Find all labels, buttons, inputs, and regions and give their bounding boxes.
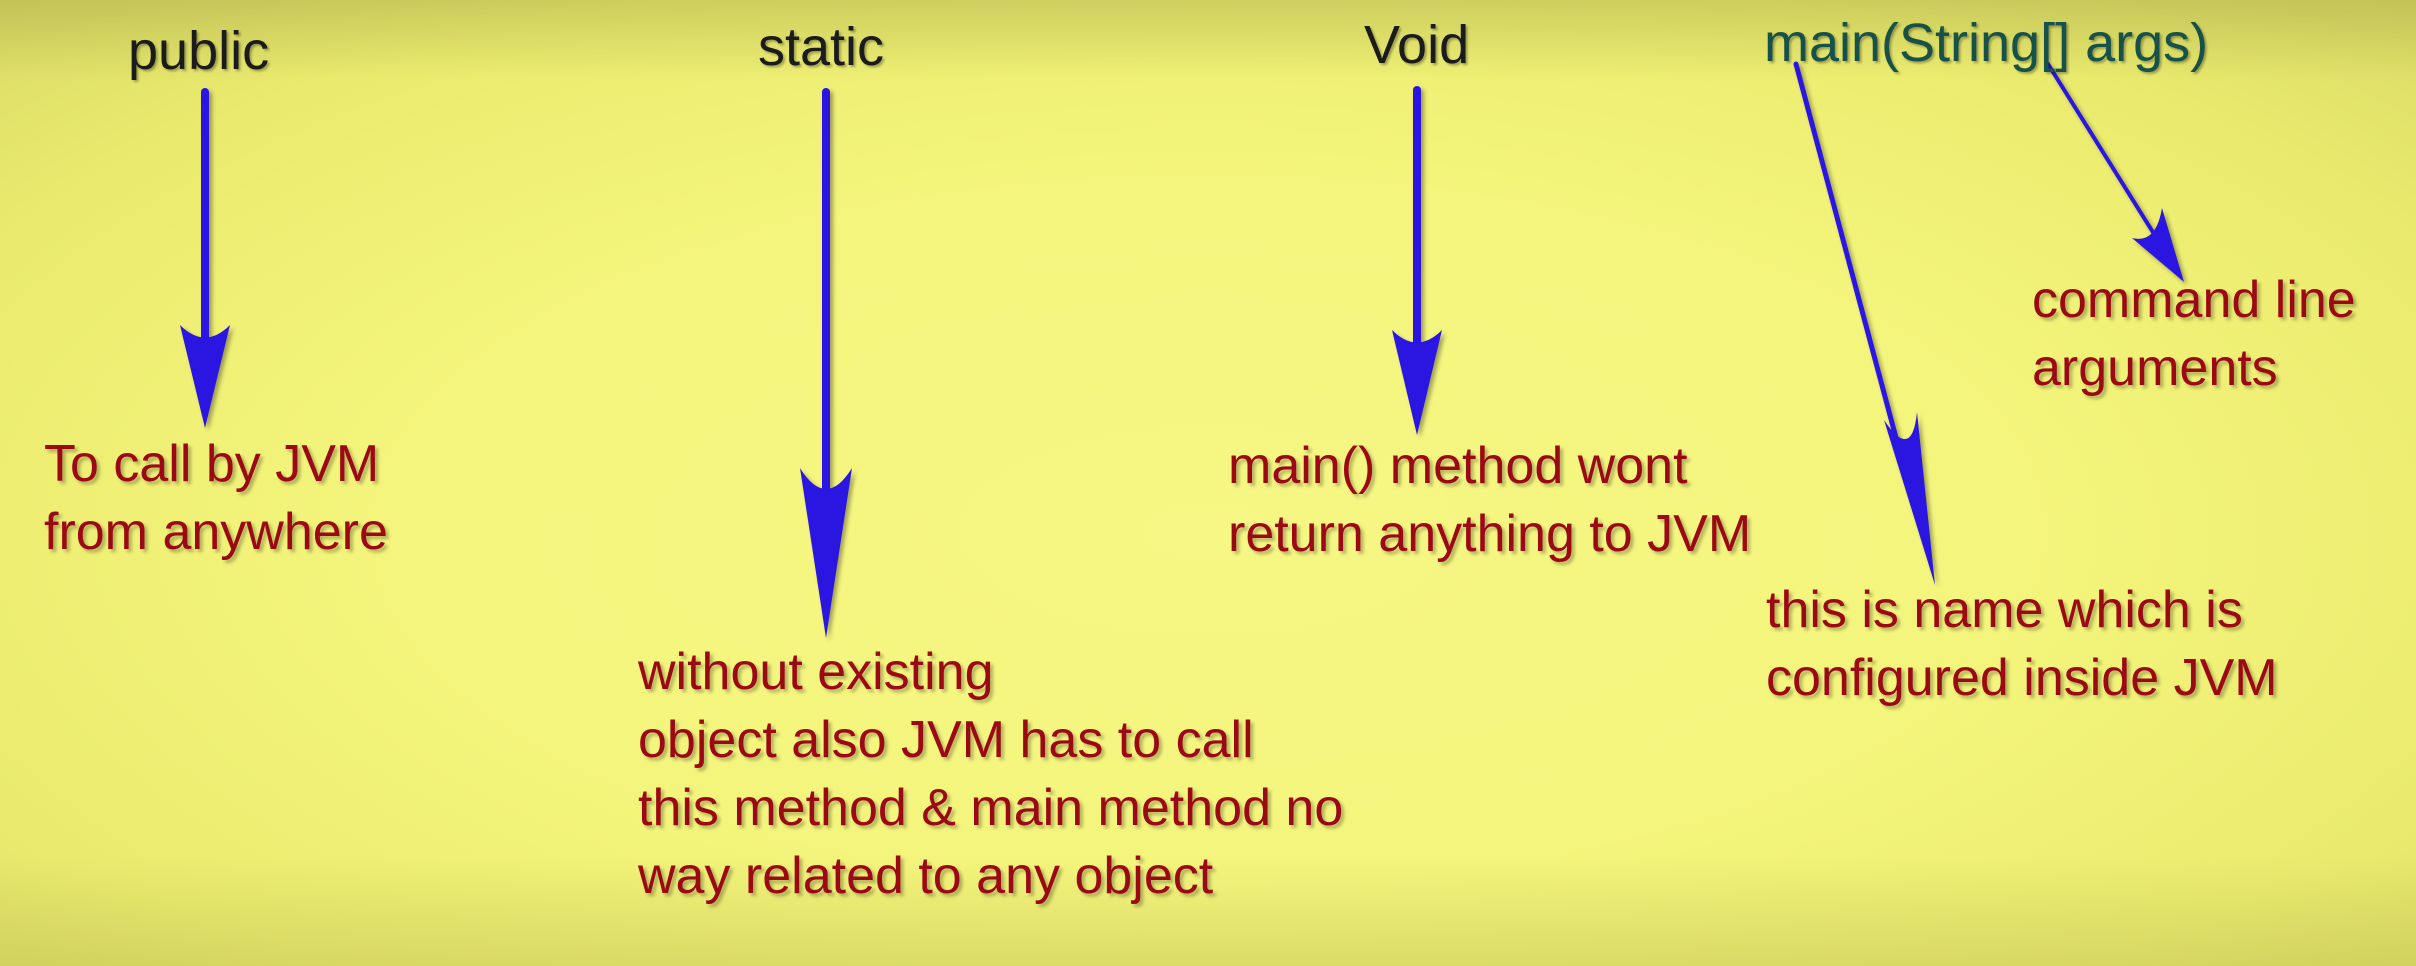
main-name-description-line: this is name which is xyxy=(1766,581,2243,639)
void-description: main() method wont return anything to JV… xyxy=(1228,432,1751,568)
public-description-line: from anywhere xyxy=(44,503,388,561)
keyword-main-signature: main(String[] args) xyxy=(1764,13,2209,73)
static-description: without existing object also JVM has to … xyxy=(638,638,1343,910)
static-description-line: without existing xyxy=(638,643,994,701)
public-description: To call by JVM from anywhere xyxy=(44,430,388,566)
args-description-line: arguments xyxy=(2032,339,2278,397)
static-description-line: this method & main method no xyxy=(638,779,1344,837)
main-name-description: this is name which is configured inside … xyxy=(1766,576,2278,712)
void-description-line: return anything to JVM xyxy=(1228,505,1752,563)
arrow-args xyxy=(2046,62,2184,282)
arrow-main-name xyxy=(1793,61,1935,585)
keyword-public: public xyxy=(128,21,270,81)
background-bottom-shade xyxy=(0,856,2416,966)
keyword-void: Void xyxy=(1364,15,1470,75)
args-description-line: command line xyxy=(2032,271,2356,329)
keyword-static: static xyxy=(758,17,885,77)
void-description-line: main() method wont xyxy=(1228,437,1688,495)
static-description-line: object also JVM has to call xyxy=(638,711,1254,769)
public-description-line: To call by JVM xyxy=(44,435,380,493)
arrow-public xyxy=(180,88,230,428)
arrow-void xyxy=(1392,86,1442,435)
static-description-line: way related to any object xyxy=(638,847,1214,905)
arrow-static xyxy=(800,88,852,638)
main-name-description-line: configured inside JVM xyxy=(1766,649,2278,707)
args-description: command line arguments xyxy=(2032,266,2356,402)
background-top-shade xyxy=(0,0,2416,80)
